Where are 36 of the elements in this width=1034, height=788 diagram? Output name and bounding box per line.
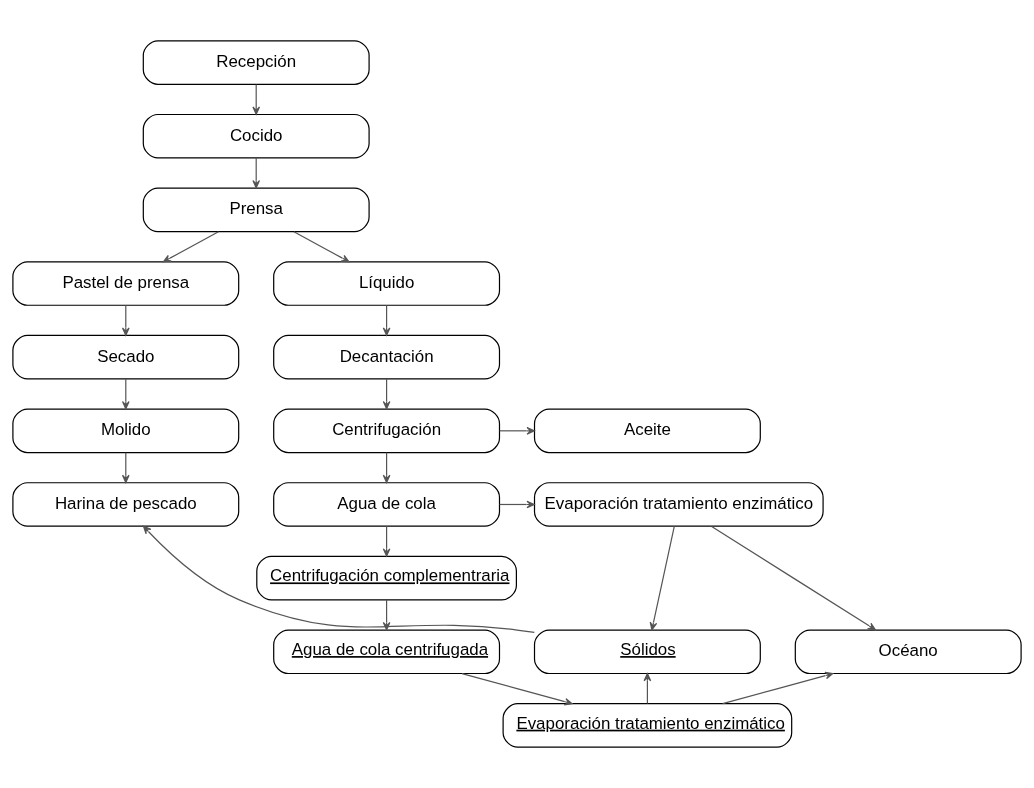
arrow bbox=[461, 673, 573, 706]
arrow bbox=[643, 673, 652, 705]
node-box: Océano bbox=[794, 629, 1022, 675]
arrow bbox=[649, 525, 675, 631]
arrow bbox=[722, 671, 834, 705]
arrow bbox=[499, 426, 535, 435]
node-box: Decantación bbox=[273, 334, 501, 380]
node-box: Agua de cola bbox=[273, 482, 501, 527]
node-box: Centrifugación complementraria bbox=[256, 555, 517, 601]
arrow bbox=[711, 525, 876, 631]
arrow bbox=[252, 83, 261, 115]
node-box: Recepción bbox=[142, 40, 370, 85]
node-box: Sólidos bbox=[533, 629, 761, 675]
node-box: Agua de cola centrifugada bbox=[273, 629, 501, 675]
arrow bbox=[162, 231, 220, 263]
node-box: Secado bbox=[12, 334, 240, 380]
node-box: Líquido bbox=[273, 261, 501, 306]
arrow bbox=[293, 231, 350, 263]
node-box: Pastel de prensa bbox=[12, 261, 240, 306]
node-box: Evaporación tratamiento enzimático bbox=[533, 482, 824, 527]
arrow bbox=[499, 500, 535, 509]
node-box: Evaporación tratamiento enzimático bbox=[502, 703, 793, 748]
arrow bbox=[121, 452, 130, 484]
arrow bbox=[252, 157, 261, 189]
node-box: Molido bbox=[12, 408, 240, 454]
node-box: Aceite bbox=[533, 408, 761, 454]
node-box: Harina de pescado bbox=[12, 482, 240, 527]
arrow bbox=[382, 525, 391, 557]
arrow bbox=[121, 378, 130, 410]
node-box: Centrifugación bbox=[273, 408, 501, 454]
node-box: Cocido bbox=[142, 113, 370, 159]
node-box: Prensa bbox=[142, 187, 370, 233]
arrow bbox=[382, 304, 391, 336]
arrow bbox=[382, 378, 391, 410]
arrow bbox=[382, 452, 391, 484]
arrow bbox=[121, 304, 130, 336]
